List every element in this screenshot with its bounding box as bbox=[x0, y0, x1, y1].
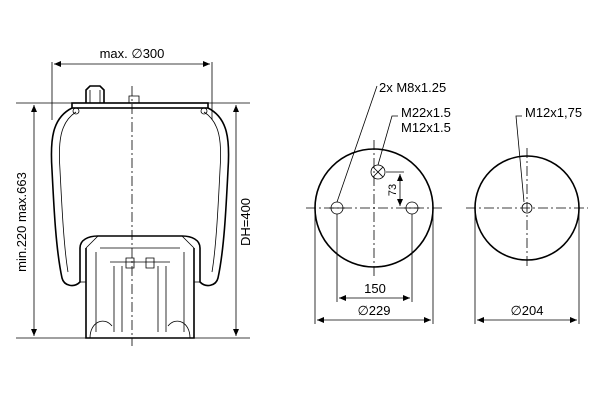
height-range-label: min.220 max.663 bbox=[14, 172, 29, 272]
side-view: max. ∅300 bbox=[14, 46, 253, 346]
thread-leader bbox=[377, 115, 398, 166]
offset-dim-label: 73 bbox=[387, 184, 399, 196]
center-thread-2-label: M12x1.5 bbox=[401, 120, 451, 135]
top-plate-view: 73 2x M8x1.25 M22x1.5 M12x1.5 150 ∅229 bbox=[306, 80, 451, 324]
bottom-thread-leader bbox=[515, 115, 525, 203]
max-diameter-label: max. ∅300 bbox=[100, 46, 165, 61]
air-fitting bbox=[85, 85, 105, 103]
center-thread-1-label: M22x1.5 bbox=[401, 105, 451, 120]
bottom-center-hole bbox=[521, 202, 533, 214]
piston-body bbox=[85, 248, 195, 339]
hole-spacing-label: 150 bbox=[364, 281, 386, 296]
bellows-left bbox=[50, 107, 99, 287]
bellows-right bbox=[181, 107, 230, 287]
center-stud bbox=[128, 95, 140, 103]
top-diameter-label: ∅229 bbox=[357, 303, 390, 318]
design-height-label: DH=400 bbox=[238, 198, 253, 246]
piston-cutout-left bbox=[89, 320, 113, 339]
bottom-diameter-label: ∅204 bbox=[510, 303, 543, 318]
holes-leader bbox=[336, 85, 378, 203]
bottom-thread-label: M12x1,75 bbox=[525, 105, 582, 120]
piston-cutout-right bbox=[167, 320, 191, 339]
holes-label: 2x M8x1.25 bbox=[379, 80, 446, 95]
top-plate bbox=[71, 102, 209, 109]
bottom-plate-view: M12x1,75 ∅204 bbox=[466, 105, 588, 324]
